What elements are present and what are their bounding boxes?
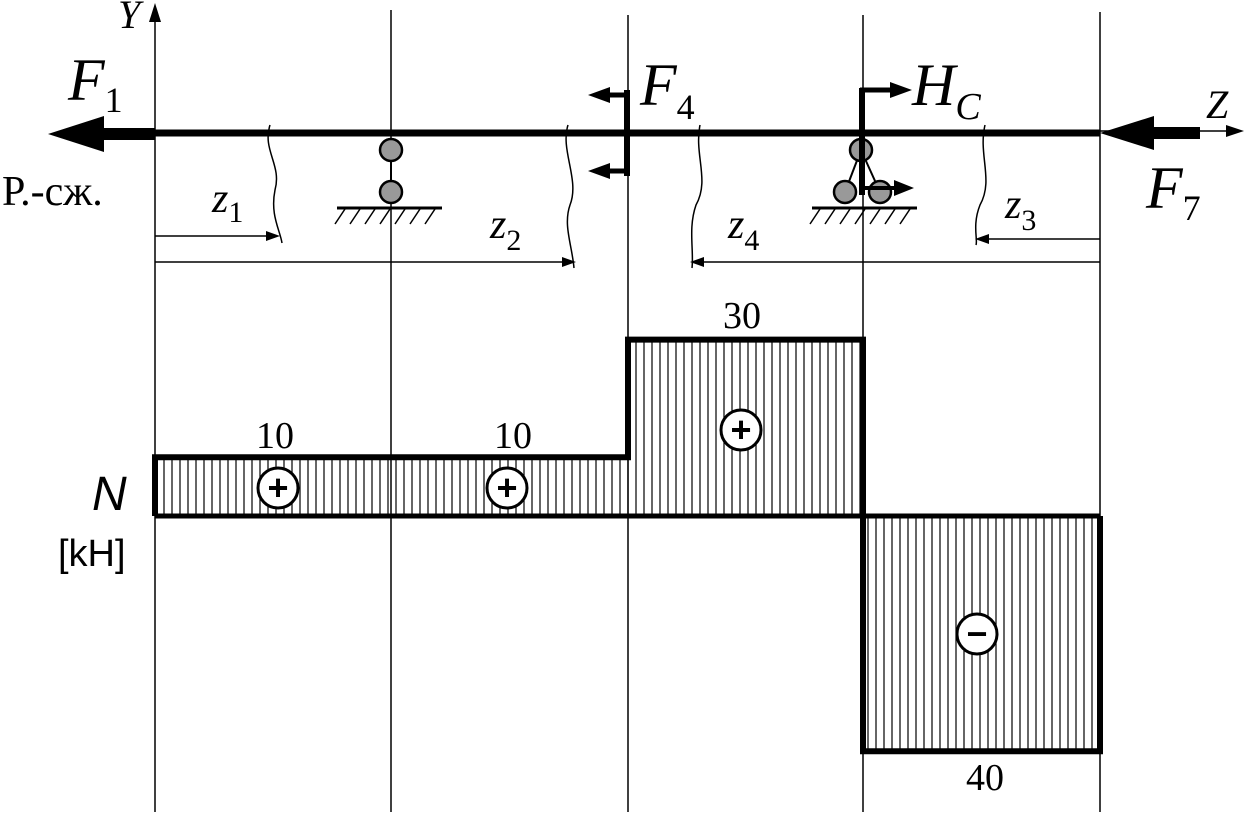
coord-z1-label: z1 — [211, 176, 243, 229]
n-value-label-1: 10 — [256, 415, 294, 457]
n-value-label-4: 40 — [966, 757, 1004, 799]
force-f4-label: F4 — [639, 52, 695, 127]
sign-label-3: + — [730, 409, 751, 450]
n-value-label-2: 10 — [494, 415, 532, 457]
force-f4-arrow-icon — [588, 87, 630, 179]
force-f1-label: F1 — [67, 47, 123, 120]
reaction-hc-label: HC — [911, 52, 981, 128]
section-cuts — [267, 124, 987, 269]
sign-circle-4 — [955, 612, 999, 656]
sign-label-4: − — [966, 613, 987, 654]
n-value-label-3: 30 — [723, 295, 761, 337]
rastyazhenie-szhatie-label: Р.-сж. — [2, 169, 103, 215]
y-axis-arrow-icon — [149, 3, 161, 22]
force-f1-arrow-icon — [48, 116, 155, 152]
n-diagram-outline — [152, 336, 1103, 755]
coord-arrows — [155, 231, 1100, 267]
coord-z4-label: z4 — [727, 202, 759, 257]
force-f7-label: F7 — [1145, 155, 1201, 228]
coord-z3-label: z3 — [1004, 182, 1036, 237]
y-axis-label: Y — [118, 0, 144, 37]
sign-circle-2 — [485, 466, 529, 510]
reaction-hc-arrow-icon — [859, 82, 912, 195]
sign-label-1: + — [267, 467, 288, 508]
support-c-icon — [809, 137, 917, 225]
n-axis-label: N — [92, 468, 127, 521]
sign-label-2: + — [496, 467, 517, 508]
sign-circle-3 — [719, 408, 763, 452]
coord-z2-label: z2 — [489, 202, 521, 257]
n-diagram-chart: 10 +10 +30 +40 − — [152, 295, 1103, 799]
force-f7-arrow-icon — [1100, 116, 1200, 150]
z-axis-label: Z — [1206, 82, 1229, 127]
unit-label: [kH] — [58, 533, 126, 575]
sign-circle-1 — [256, 466, 300, 510]
support-b-icon — [334, 137, 442, 225]
